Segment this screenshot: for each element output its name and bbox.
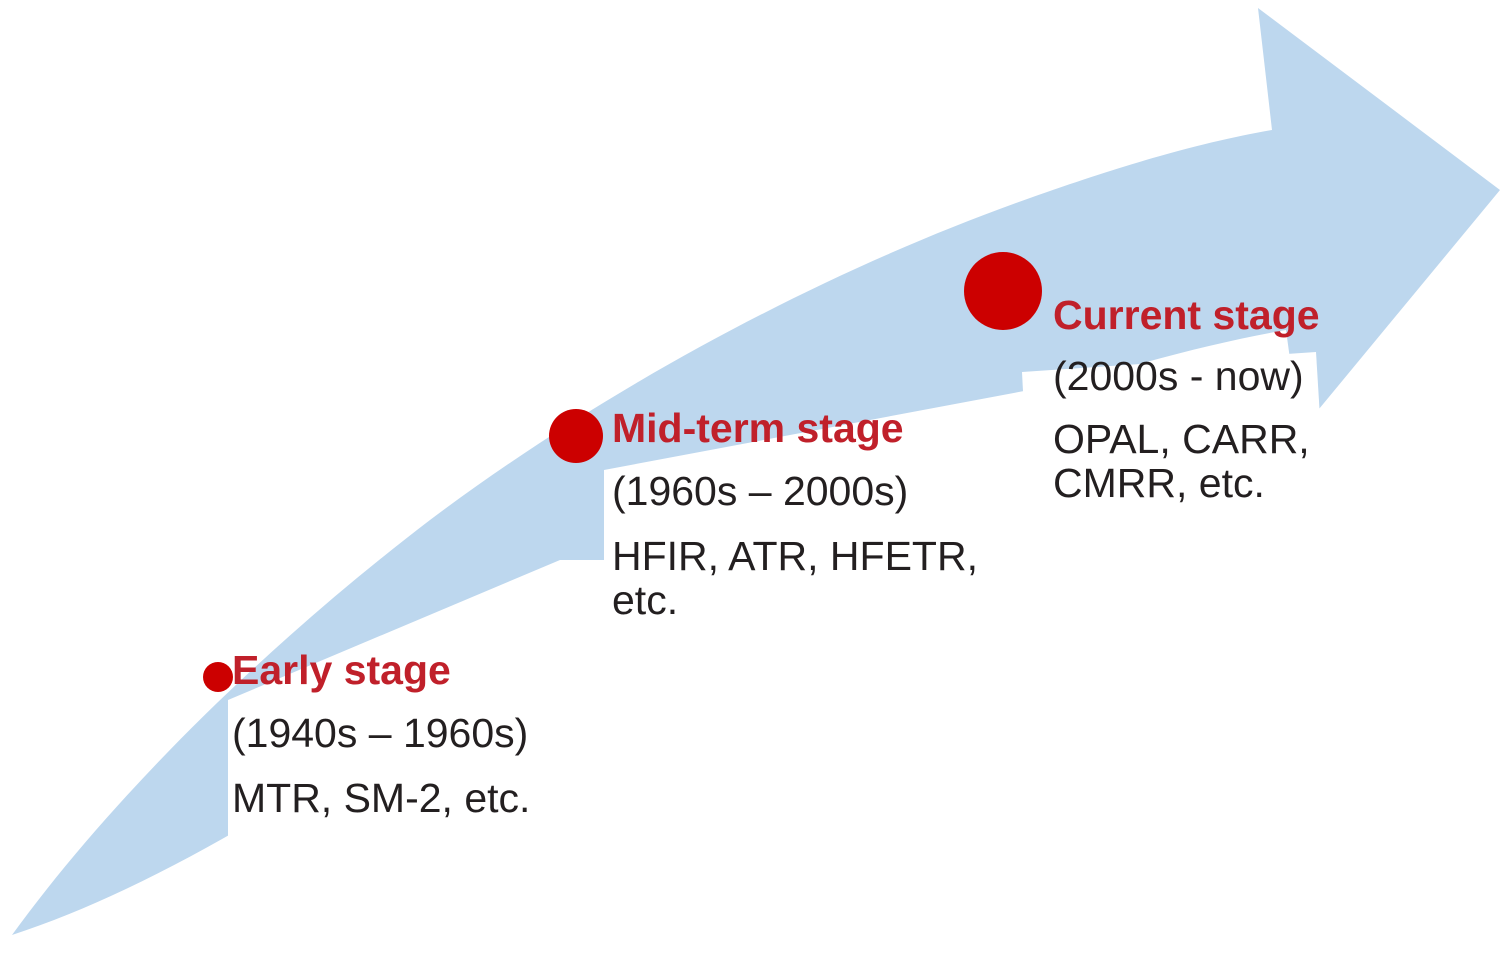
stage-examples-mid-term: HFIR, ATR, HFETR, etc.: [612, 533, 978, 624]
stage-label-current: Current stage (2000s - now) OPAL, CARR, …: [1053, 295, 1323, 506]
mid-text-backdrop: [604, 388, 1510, 957]
stage-examples-early: MTR, SM-2, etc.: [232, 775, 531, 822]
stage-period-early: (1940s – 1960s): [232, 710, 529, 756]
stage-period-current: (2000s - now): [1053, 353, 1304, 399]
stage-title-current: Current stage: [1053, 292, 1320, 338]
stage-title-mid-term: Mid-term stage: [612, 405, 904, 451]
stage-label-early: Early stage (1940s – 1960s) MTR, SM-2, e…: [232, 647, 652, 822]
stage-title-early: Early stage: [232, 647, 451, 693]
stage-period-mid-term: (1960s – 2000s): [612, 468, 909, 514]
stage-marker-early: [203, 662, 233, 692]
current-text-backdrop: [1022, 352, 1326, 528]
stage-marker-current: [964, 252, 1042, 330]
stage-label-mid-term: Mid-term stage (1960s – 2000s) HFIR, ATR…: [612, 408, 1002, 623]
stage-marker-mid-term: [549, 409, 603, 463]
stage-examples-current: OPAL, CARR, CMRR, etc.: [1053, 416, 1310, 507]
